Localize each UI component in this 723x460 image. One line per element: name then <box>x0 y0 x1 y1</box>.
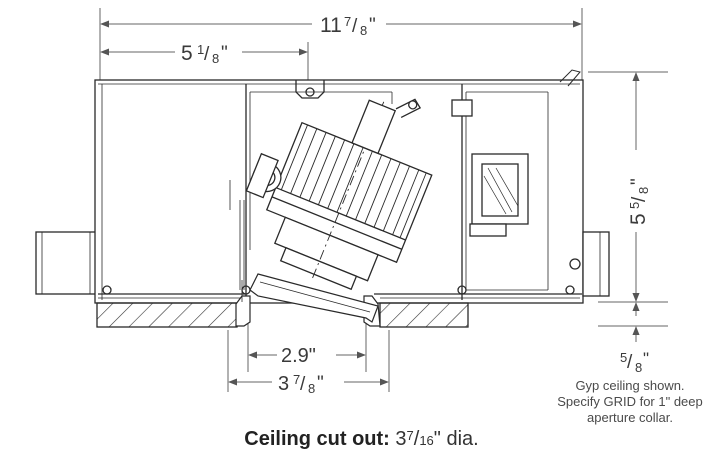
trim-width-mark: " <box>317 373 324 394</box>
half-width-den: 8 <box>212 51 219 66</box>
ceiling-cutout-caption: Ceiling cut out: 37/16" dia. <box>244 428 479 450</box>
trim-width-num: 7 <box>293 372 300 387</box>
gyp-note-line2: Specify GRID for 1" deep <box>557 394 703 409</box>
caption-whole: 3 <box>395 428 407 450</box>
lamp-module <box>245 98 433 291</box>
gyp-ceiling-note: Gyp ceiling shown. Specify GRID for 1" d… <box>540 378 720 426</box>
dimension-half-width: 5 1 / 8 " <box>100 42 309 80</box>
caption-den: 16 <box>419 433 434 448</box>
aperture-text: 2.9" <box>281 345 316 367</box>
half-width-whole: 5 <box>181 42 193 65</box>
dimension-overall-width: 11 7 / 8 " <box>99 8 583 80</box>
thickness-num: 5 <box>620 350 627 365</box>
dimension-height: 5 5 / 8 " <box>588 71 668 303</box>
dimension-ceiling-thickness: 5 / 8 " <box>598 302 668 375</box>
svg-text:/: / <box>627 352 633 373</box>
dimension-trim-width: 3 7 / 8 " <box>227 330 390 396</box>
height-num: 5 <box>627 202 642 209</box>
height-den: 8 <box>636 187 651 194</box>
half-width-num: 1 <box>197 42 204 57</box>
caption-label: Ceiling cut out: <box>244 428 390 450</box>
height-mark: " <box>628 178 649 185</box>
gyp-note-line3: aperture collar. <box>587 410 673 425</box>
overall-width-mark: " <box>369 15 376 36</box>
svg-text:/: / <box>352 16 358 37</box>
overall-width-den: 8 <box>360 23 367 38</box>
svg-text:/: / <box>204 44 210 65</box>
thickness-den: 8 <box>635 360 642 375</box>
gyp-note-line1: Gyp ceiling shown. <box>575 378 685 393</box>
aperture-trim <box>235 273 381 327</box>
thickness-mark: " <box>643 349 649 368</box>
height-whole: 5 <box>627 213 650 225</box>
trim-width-den: 8 <box>308 381 315 396</box>
overall-width-whole: 11 <box>320 14 342 37</box>
svg-text:/: / <box>300 374 306 395</box>
svg-text:/: / <box>629 196 650 202</box>
trim-width-whole: 3 <box>278 373 289 395</box>
ceiling-section <box>96 302 469 328</box>
caption-suffix: " dia. <box>433 428 479 450</box>
dimension-aperture: 2.9" <box>247 322 367 372</box>
half-width-mark: " <box>221 43 228 64</box>
overall-width-num: 7 <box>344 14 351 29</box>
caption-num: 7 <box>406 428 414 443</box>
